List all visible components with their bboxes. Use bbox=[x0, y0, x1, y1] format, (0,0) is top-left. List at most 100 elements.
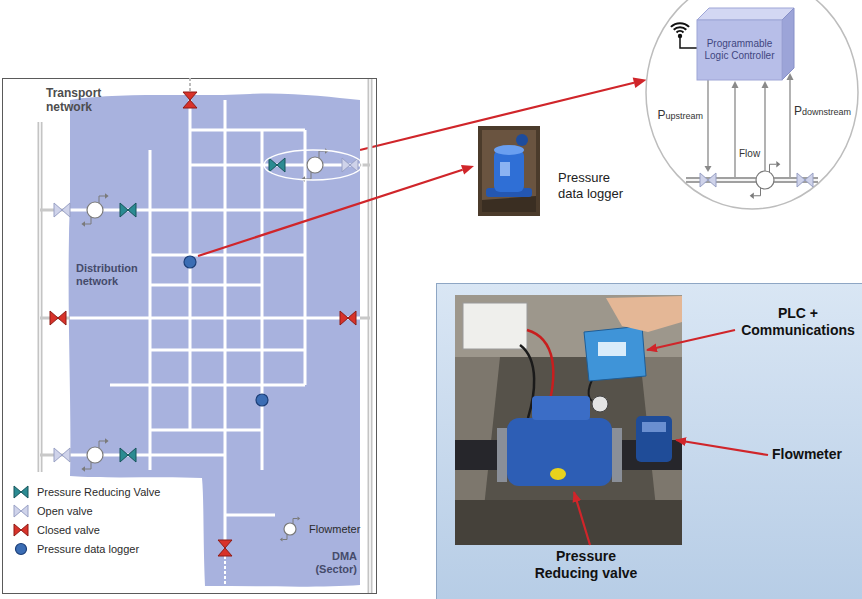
zoom-circle: Programmable Logic ControllerPupstream Pd… bbox=[645, 0, 859, 210]
rect-part bbox=[455, 500, 682, 545]
region-label: Transport network bbox=[46, 86, 126, 115]
rect-part bbox=[642, 422, 666, 432]
shape-part bbox=[342, 158, 350, 172]
shape-part bbox=[584, 326, 646, 381]
round-part bbox=[592, 396, 608, 412]
plc-box: Programmable Logic Controller bbox=[697, 8, 796, 82]
callout-label: Flowmeter bbox=[772, 446, 856, 463]
rect-part bbox=[532, 396, 590, 420]
line-part bbox=[69, 94, 360, 587]
shape-part bbox=[62, 448, 70, 462]
shape-part bbox=[58, 311, 66, 325]
round-part bbox=[307, 157, 323, 173]
line-part bbox=[671, 23, 689, 27]
signal-label: Pdownstream bbox=[794, 104, 856, 118]
photo-caption: Pressure data logger bbox=[558, 170, 632, 201]
legend-symbol bbox=[10, 484, 32, 500]
rect-part bbox=[507, 418, 612, 486]
shape-part bbox=[81, 221, 85, 227]
shape-part bbox=[218, 540, 232, 548]
logger-photo: Pressure data logger bbox=[478, 126, 648, 218]
round-part bbox=[516, 134, 528, 146]
shape-part bbox=[461, 165, 474, 175]
shape-part bbox=[62, 203, 70, 217]
legend-text: Open valve bbox=[37, 505, 93, 517]
signal-label: Pupstream bbox=[653, 108, 703, 122]
shape-part bbox=[54, 448, 62, 462]
shape-part bbox=[280, 537, 283, 541]
rect-part bbox=[494, 150, 524, 192]
region-label: DMA (Sector) bbox=[301, 550, 357, 576]
shape-part bbox=[21, 524, 28, 536]
shape-part bbox=[183, 100, 197, 108]
rect-part bbox=[3, 79, 377, 594]
rect-part bbox=[636, 416, 672, 462]
legend-text: Pressure Reducing Valve bbox=[37, 486, 160, 498]
round-part bbox=[184, 256, 196, 268]
shape-part bbox=[705, 166, 712, 172]
signal-label: Flow bbox=[739, 148, 765, 160]
round-part bbox=[284, 523, 296, 535]
rect-part bbox=[463, 303, 527, 349]
shape-part bbox=[128, 448, 136, 462]
ellipse-part bbox=[264, 150, 362, 180]
legend-symbol bbox=[276, 515, 304, 543]
legend-item: Open valve bbox=[10, 503, 93, 519]
round-part bbox=[87, 447, 103, 463]
shape-part bbox=[14, 505, 21, 517]
dma-sector: Distribution networkDMA (Sector) bbox=[68, 92, 360, 588]
shape-part bbox=[105, 438, 109, 444]
legend-text: Closed valve bbox=[37, 524, 100, 536]
round-part bbox=[678, 34, 682, 38]
shape-part bbox=[120, 448, 128, 462]
shape-part bbox=[805, 173, 813, 187]
legend-symbol bbox=[10, 522, 32, 538]
legend-item: Pressure Reducing Valve bbox=[10, 484, 160, 500]
shape-part bbox=[50, 311, 58, 325]
round-part bbox=[756, 171, 774, 189]
legend-item: Pressure data logger bbox=[10, 541, 139, 557]
region-label: Distribution network bbox=[76, 262, 144, 288]
line-part bbox=[224, 556, 226, 584]
legend-symbol bbox=[10, 541, 32, 557]
line-part bbox=[680, 38, 697, 48]
legend-symbol bbox=[10, 503, 32, 519]
box-label: Programmable Logic Controller bbox=[697, 20, 782, 80]
line-part bbox=[189, 78, 191, 92]
shape-part bbox=[750, 193, 754, 199]
legend-text: Flowmeter bbox=[309, 523, 360, 535]
shape-part bbox=[81, 466, 85, 472]
line-part bbox=[70, 100, 360, 540]
line-part bbox=[606, 296, 682, 332]
callout-label: Pressure Reducing valve bbox=[526, 548, 646, 582]
shape-part bbox=[105, 193, 109, 199]
round-part bbox=[87, 202, 103, 218]
line-part bbox=[647, 330, 735, 350]
shape-part bbox=[633, 78, 647, 89]
line-part bbox=[574, 492, 590, 545]
legend-item: Flowmeter bbox=[276, 515, 360, 543]
shape-part bbox=[732, 81, 739, 88]
rect-part bbox=[455, 295, 682, 357]
shape-part bbox=[762, 81, 769, 88]
shape-part bbox=[218, 548, 232, 556]
rect-part bbox=[455, 295, 682, 545]
shape-part bbox=[21, 505, 28, 517]
shape-part bbox=[697, 8, 794, 20]
line-part bbox=[482, 196, 536, 212]
line-part bbox=[85, 196, 105, 224]
dma-sector-outline bbox=[68, 92, 360, 588]
shape-part bbox=[14, 524, 21, 536]
shape-part bbox=[128, 203, 136, 217]
ellipse-part bbox=[646, 0, 858, 209]
rect-part bbox=[598, 342, 626, 356]
shape-part bbox=[708, 173, 716, 187]
shape-part bbox=[700, 173, 708, 187]
rect-part bbox=[612, 428, 622, 482]
rect-part bbox=[500, 162, 510, 176]
shape-part bbox=[54, 203, 62, 217]
shape-part bbox=[21, 486, 28, 498]
line-part bbox=[674, 27, 687, 30]
shape-part bbox=[298, 516, 301, 520]
rect-part bbox=[697, 20, 782, 80]
